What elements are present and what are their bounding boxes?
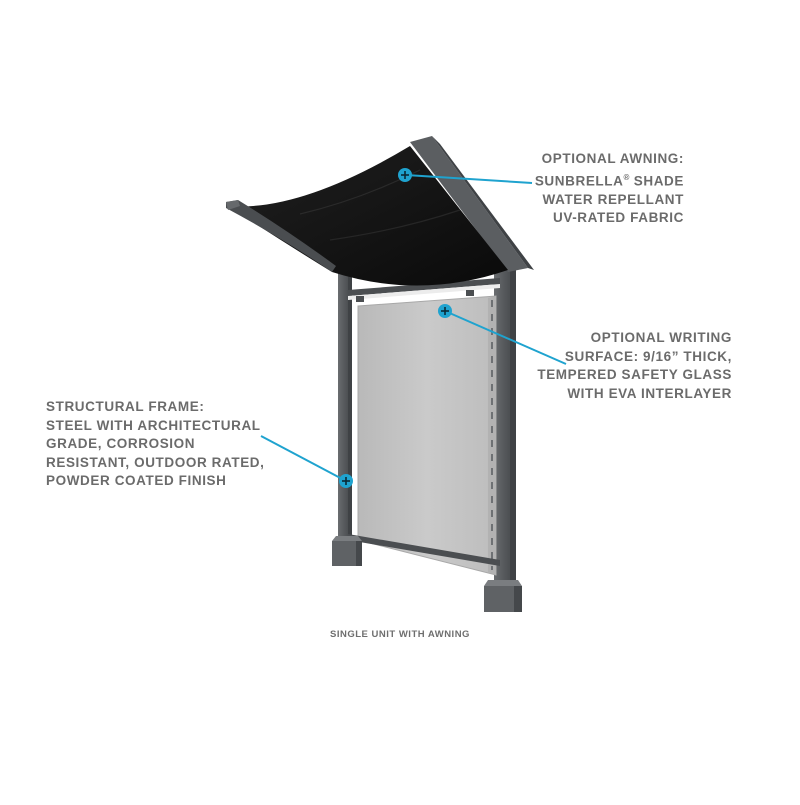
right-post [494, 262, 516, 588]
writing-callout-line-2: SURFACE: 9/16” THICK, [564, 348, 732, 364]
awning-leader-line [405, 174, 533, 184]
leader-lines [260, 174, 567, 482]
frame-callout-line-5: POWDER COATED FINISH [46, 473, 227, 488]
awning-callout-line-3: WATER REPELLANT [542, 191, 684, 207]
base-foot-left [332, 536, 362, 566]
writing-callout-line-4: WITH EVA INTERLAYER [567, 385, 732, 401]
plus-marker-icon[interactable] [339, 474, 353, 488]
glass-writing-surface [357, 295, 497, 576]
awning [226, 136, 534, 286]
writing-surface-callout: OPTIONAL WRITING SURFACE: 9/16” THICK, T… [537, 329, 732, 403]
structural-frame-callout: STRUCTURAL FRAME: STEEL WITH ARCHITECTUR… [46, 398, 265, 491]
writing-callout-line-1: OPTIONAL WRITING [590, 330, 732, 345]
awning-callout: OPTIONAL AWNING: SUNBRELLA® SHADE WATER … [535, 150, 684, 228]
frame-leader-line [260, 435, 347, 482]
plus-marker-icon[interactable] [398, 168, 412, 182]
registered-mark: ® [623, 172, 630, 182]
awning-callout-line-2: SUNBRELLA® SHADE [535, 169, 684, 191]
frame-callout-line-3: GRADE, CORROSION [46, 436, 196, 451]
awning-callout-line-4: UV-RATED FABRIC [552, 210, 684, 225]
writing-leader-line [444, 310, 567, 365]
frame-callout-line-1: STRUCTURAL FRAME: [46, 399, 205, 414]
frame-callout-line-2: STEEL WITH ARCHITECTURAL [46, 417, 261, 433]
plus-marker-icon[interactable] [438, 304, 452, 318]
base-foot-right [484, 580, 522, 612]
awning-brand: SUNBRELLA [534, 173, 624, 188]
top-rail [348, 278, 500, 302]
bottom-rail [348, 534, 500, 566]
frame-callout-line-4: RESISTANT, OUTDOOR RATED, [46, 454, 265, 470]
awning-callout-line-1: OPTIONAL AWNING: [541, 151, 684, 166]
writing-callout-line-3: TEMPERED SAFETY GLASS [537, 367, 732, 382]
awning-brand-suffix: SHADE [633, 173, 684, 188]
figure-caption: SINGLE UNIT WITH AWNING [330, 629, 470, 640]
left-post [338, 272, 352, 546]
